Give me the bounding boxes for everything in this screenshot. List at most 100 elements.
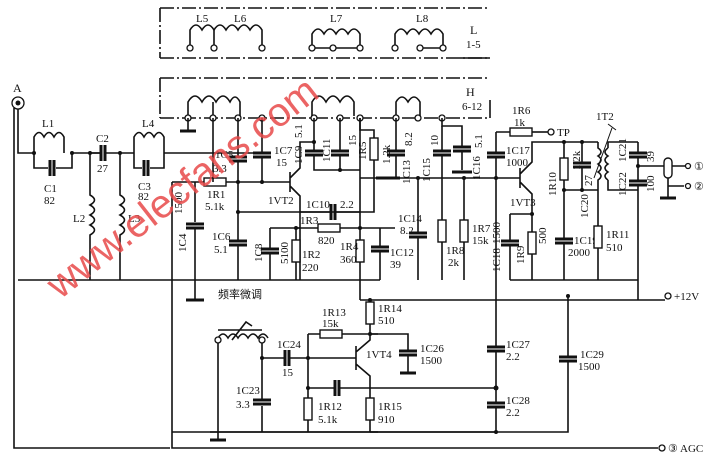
ir11-value: 510	[606, 242, 623, 254]
ic8-value: 5100	[279, 242, 291, 265]
ic12-name: 1C12	[390, 247, 414, 259]
c2-value: 27	[97, 163, 109, 175]
ic13-name: 1C13	[401, 160, 413, 184]
l3-inductor: L3	[118, 151, 141, 280]
ir10-resistor: 1R10 1.2k	[547, 140, 583, 196]
ic7-name: 1C7	[274, 145, 293, 157]
ic27-ic28: 1C27 2.2 1C28 2.2	[487, 300, 530, 434]
h-band-box: H 6-12	[159, 77, 491, 122]
ir11-name: 1R11	[606, 229, 629, 241]
ir1-value: 5.1k	[205, 201, 225, 213]
ir6-value: 1k	[514, 117, 526, 129]
l3-label: L3	[128, 213, 141, 225]
antenna-input: A	[11, 81, 170, 449]
ir2-value: 220	[302, 262, 319, 274]
ic29-name: 1C29	[580, 349, 604, 361]
ic12-value: 39	[390, 259, 402, 271]
ic11-value: 15	[347, 135, 359, 147]
watermark: www.elecfans.com	[38, 68, 327, 307]
coil-l8	[391, 28, 447, 52]
l5-label: L5	[196, 13, 209, 25]
ir11-resistor: 1R11 510	[593, 190, 629, 280]
ir10-name: 1R10	[547, 172, 559, 196]
ir7-resistor: 1R7 15k	[459, 176, 491, 280]
ic19-name: 1C19	[574, 235, 598, 247]
ic10-value: 2.2	[340, 199, 354, 211]
ic25-feedback-capacitor	[306, 380, 496, 396]
ir3-value: 820	[318, 235, 335, 247]
output-connector: ① ②	[638, 157, 704, 200]
tp-terminal-icon[interactable]	[547, 128, 555, 136]
output-1-label: ①	[694, 161, 704, 173]
agc-line	[171, 182, 658, 449]
ic20-value: 27	[583, 175, 595, 187]
ir7-name: 1R7	[472, 223, 491, 235]
v12-terminal[interactable]: +12V	[674, 291, 699, 303]
t2-label: 1T2	[596, 111, 614, 123]
ic15-name: 1C15	[421, 158, 433, 182]
ir9-name: 1R9	[515, 245, 527, 264]
ic17-value: 1000	[506, 157, 529, 169]
ic11-name: 1C11	[321, 139, 333, 162]
ic10-capacitor: 1C10 2.2	[238, 199, 360, 220]
ic23-capacitor: 1C23 3.3	[236, 356, 271, 411]
ic18-capacitor: 1C18 1500	[491, 213, 532, 280]
ir6-resistor: 1R6 1k	[509, 105, 548, 137]
ic9-ic11-group: 1C9 5.1 1C11 15	[293, 118, 360, 172]
ir13-value: 15k	[322, 318, 339, 330]
ic26-capacitor: 1C26 1500	[368, 332, 444, 375]
ir10-value: 1.2k	[571, 150, 583, 170]
vt3-label: 1VT3	[510, 197, 536, 209]
l8-label: L8	[416, 13, 429, 25]
ic14-value: 8.2	[400, 225, 414, 237]
coil-l7	[308, 28, 364, 52]
ir12-name: 1R12	[318, 401, 342, 413]
ir15-value: 910	[378, 414, 395, 426]
l-band-box: L5 L6 L7 L8 L 1-5	[159, 7, 490, 59]
ic16-value: 5.1	[473, 134, 485, 148]
ir12-value: 5.1k	[318, 414, 338, 426]
ir9-resistor: 1R9 500	[515, 212, 549, 280]
output-2-terminal[interactable]	[684, 182, 692, 190]
ir6-name: 1R6	[512, 105, 531, 117]
c3-name: C3	[138, 181, 151, 193]
vt2-label: 1VT2	[268, 195, 294, 207]
v12-bus	[360, 279, 665, 301]
ir14-resistor: 1R14 510	[365, 298, 402, 334]
ic24-name: 1C24	[277, 339, 301, 351]
tp-label: TP	[557, 127, 570, 139]
ic8-name: 1C8	[253, 243, 265, 262]
h-band-label: H	[466, 85, 475, 99]
ir13-resistor: 1R13 15k	[306, 307, 378, 388]
ic29-capacitor: 1C29 1500	[172, 294, 604, 433]
ic20-name: 1C20	[579, 194, 591, 218]
ic5-name: 1C5	[215, 149, 234, 161]
vt4-transistor: 1VT4	[340, 334, 392, 388]
vt2-transistor: 1VT2	[268, 141, 314, 280]
ir8-value: 2k	[448, 257, 460, 269]
c1-value: 82	[44, 195, 55, 207]
output-1-terminal[interactable]	[684, 162, 692, 170]
fine-tune-coil	[210, 320, 378, 442]
ic14-name: 1C14	[398, 213, 422, 225]
ic21-ic22: 1C21 39 1C22 100	[617, 138, 657, 300]
c2-capacitor: C2 27	[88, 133, 134, 175]
ic24-value: 15	[282, 367, 294, 379]
ir14-name: 1R14	[378, 303, 402, 315]
l-band-range: 1-5	[466, 39, 481, 51]
ic4-name: 1C4	[177, 233, 189, 252]
ic23-name: 1C23	[236, 385, 260, 397]
ic24-capacitor: 1C24 15	[262, 339, 340, 379]
ic17-capacitor: 1C17 1000	[487, 131, 530, 300]
l2-label: L2	[73, 213, 85, 225]
agc-terminal[interactable]: ③ AGC	[668, 443, 703, 455]
l4-label: L4	[142, 118, 155, 130]
ir4-name: 1R4	[340, 241, 359, 253]
ir14-value: 510	[378, 315, 395, 327]
ir1-name: 1R1	[207, 189, 225, 201]
ir9-value: 500	[537, 227, 549, 244]
ir5-name: 1R5	[357, 141, 369, 160]
l7-label: L7	[330, 13, 343, 25]
ic6-value: 5.1	[214, 244, 228, 256]
